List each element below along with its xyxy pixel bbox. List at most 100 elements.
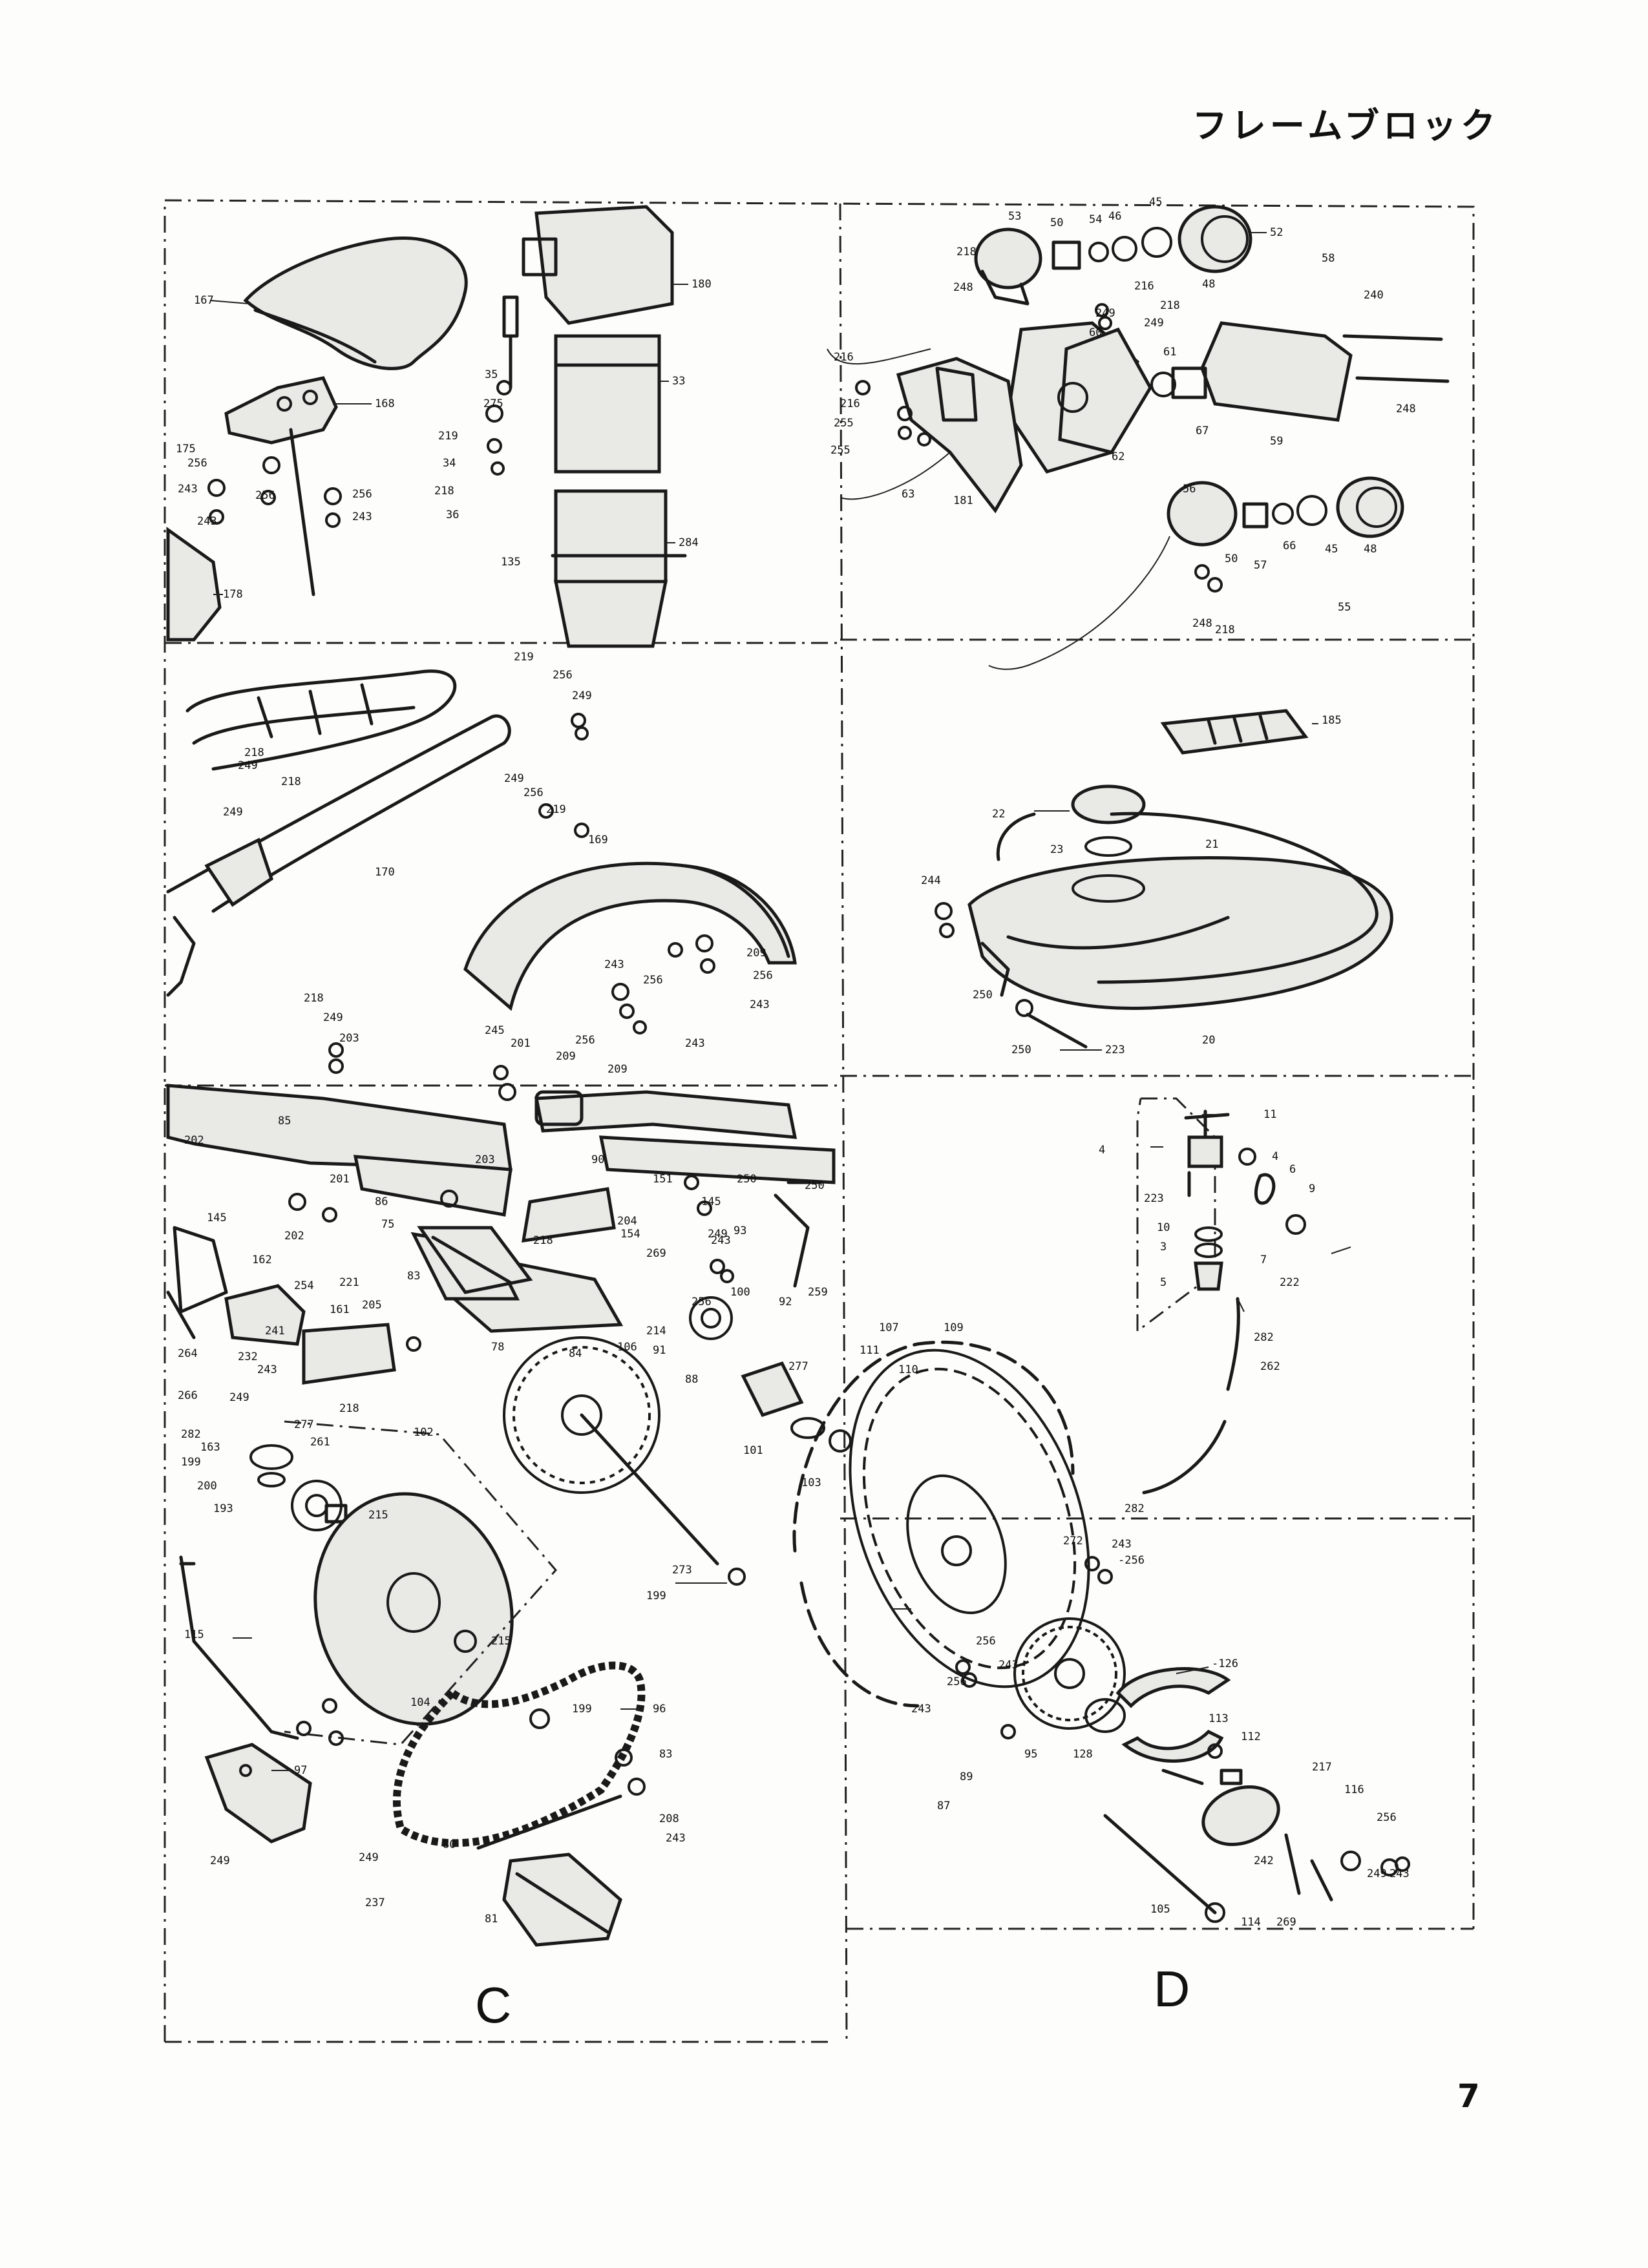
brake-plate	[1201, 1769, 1410, 1902]
callout-l250a: 250	[973, 989, 993, 1002]
engine-mount	[224, 1284, 396, 1385]
callout-l97: 97	[294, 1764, 307, 1777]
callout-l199c: 199	[572, 1703, 592, 1716]
callout-l199b: 199	[646, 1590, 666, 1602]
callout-l216a: 216	[1134, 280, 1154, 293]
callout-l169: 169	[588, 834, 608, 846]
callout-l282b: 282	[181, 1428, 201, 1441]
pedal-lower	[476, 1794, 622, 1947]
callout-l61: 61	[1163, 346, 1176, 359]
callout-l269a: 269	[646, 1247, 666, 1260]
callout-l243f: 243	[685, 1037, 705, 1050]
callout-l217: 217	[1312, 1761, 1332, 1774]
callout-l202a: 202	[184, 1134, 204, 1147]
callout-l163: 163	[200, 1441, 220, 1454]
toolbox	[551, 489, 687, 648]
callout-l67: 67	[1196, 425, 1209, 437]
callout-l250b: 250	[1011, 1044, 1031, 1056]
lower-left-small-parts	[288, 1175, 746, 1796]
callout-l219c: 219	[546, 803, 566, 816]
callout-l218e: 218	[244, 746, 264, 759]
callout-l93: 93	[734, 1224, 746, 1237]
callout-l104: 104	[410, 1696, 430, 1709]
small-nuts-upper-left	[207, 456, 342, 528]
callout-l254: 254	[294, 1279, 314, 1292]
callout-l208: 208	[659, 1812, 679, 1825]
seat	[243, 236, 468, 370]
swing-arm	[534, 1090, 836, 1184]
callout-l262: 262	[1260, 1360, 1280, 1373]
callout-l242: 242	[1254, 1854, 1274, 1867]
callout-l111: 111	[860, 1344, 880, 1357]
callout-l4b: 4	[1272, 1150, 1278, 1163]
callout-l249l: 249	[359, 1851, 379, 1864]
callout-l21: 21	[1205, 838, 1218, 851]
callout-l261: 261	[310, 1436, 330, 1449]
rear-wheel	[849, 1349, 1090, 1688]
callout-l249c: 249	[572, 689, 592, 702]
callout-l193: 193	[213, 1502, 233, 1515]
callout-l215a: 215	[368, 1509, 388, 1522]
callout-l58: 58	[1322, 252, 1335, 265]
callout-l221: 221	[339, 1276, 359, 1289]
callout-l248c: 248	[1192, 617, 1212, 630]
callout-l216b: 216	[834, 351, 854, 364]
callout-l115: 115	[184, 1628, 204, 1641]
callout-l135: 135	[501, 556, 521, 569]
callout-l218h: 218	[533, 1234, 553, 1247]
callout-l249d: 249	[238, 759, 258, 772]
brake-shoe	[1084, 1667, 1231, 1763]
callout-l218b: 218	[956, 246, 977, 258]
axle-shaft	[1103, 1814, 1225, 1923]
callout-l154: 154	[620, 1228, 640, 1241]
callout-l218c: 218	[1160, 299, 1180, 312]
callout-l256l: 256	[947, 1675, 967, 1688]
lower-right-small-parts	[955, 1556, 1223, 1785]
callout-l170: 170	[375, 866, 395, 879]
callout-l10: 10	[1157, 1221, 1170, 1234]
callout-l249j: 249	[229, 1391, 249, 1404]
callout-l185: 185	[1322, 714, 1342, 727]
callout-l200: 200	[197, 1480, 217, 1493]
callout-l81: 81	[485, 1913, 498, 1926]
callout-l92: 92	[779, 1296, 792, 1308]
callout-l55: 55	[1338, 601, 1351, 614]
callout-l282c: 282	[1125, 1502, 1145, 1515]
callout-l275: 275	[483, 397, 503, 410]
callout-l145b: 145	[207, 1212, 227, 1224]
kick-lever	[774, 1181, 823, 1288]
callout-l243k: 243	[998, 1659, 1019, 1672]
callout-l249b: 249	[1144, 317, 1164, 330]
rear-hub-parts	[689, 1296, 852, 1453]
callout-l86: 86	[375, 1195, 388, 1208]
callout-l107: 107	[879, 1321, 899, 1334]
callout-l243l: 243	[911, 1703, 931, 1716]
callout-l52: 52	[1270, 226, 1283, 239]
callout-l264: 264	[178, 1347, 198, 1360]
battery-small-parts	[485, 380, 512, 476]
callout-l201b: 201	[330, 1173, 350, 1186]
callout-l205: 205	[362, 1299, 382, 1312]
callout-l243b: 243	[197, 515, 217, 528]
callout-l243j: 243	[666, 1832, 686, 1845]
callout-l46: 46	[1108, 210, 1121, 223]
callout-l126: -126	[1212, 1657, 1238, 1670]
battery-cover	[522, 205, 674, 325]
callout-l215b: 215	[491, 1635, 511, 1648]
callout-l6: 6	[1289, 1163, 1296, 1176]
center-divider	[839, 203, 848, 2042]
callout-seat: 167	[194, 294, 214, 307]
front-sprocket	[249, 1444, 348, 1531]
callout-battery: 33	[672, 375, 685, 388]
callout-l244: 244	[921, 874, 941, 887]
callout-l105: 105	[1150, 1903, 1170, 1916]
callout-l209a: 209	[746, 947, 766, 960]
callout-l88: 88	[685, 1373, 698, 1386]
callout-toolbox: 284	[679, 536, 699, 549]
callout-l59: 59	[1270, 435, 1283, 448]
callout-l222: 222	[1280, 1276, 1300, 1289]
callout-l277b: 277	[788, 1360, 808, 1373]
turn-signal-lower	[988, 476, 1404, 670]
callout-l256f: 256	[753, 969, 773, 982]
callout-l62: 62	[1112, 450, 1125, 463]
